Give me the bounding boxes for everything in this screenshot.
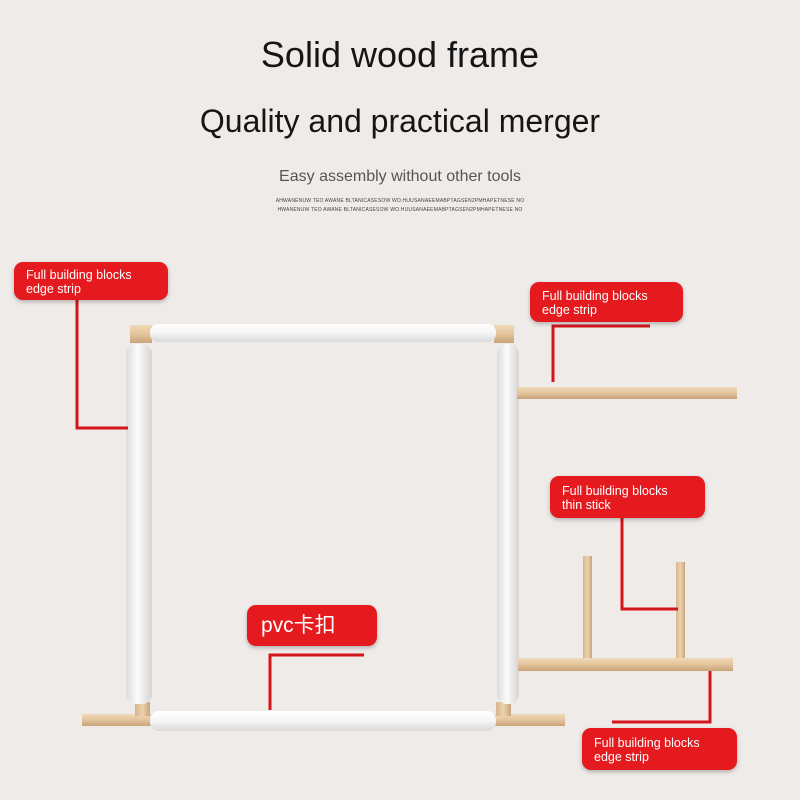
callout-thin-stick-line1: Full building blocks [562, 484, 668, 498]
fine-print-line-2: HWANENUW TEO AWANE BLTANICASESOW WO.HUUS… [277, 207, 523, 213]
callout-edge-strip-right-line2: edge strip [542, 303, 597, 317]
callout-edge-strip-bottom: Full building blocks edge strip [582, 728, 737, 770]
callout-edge-strip-left: Full building blocks edge strip [14, 262, 168, 300]
tagline: Easy assembly without other tools [279, 168, 521, 185]
frame-wood-base [82, 325, 565, 726]
callout-edge-strip-right-line1: Full building blocks [542, 289, 648, 303]
thin-stick-assembly [518, 556, 733, 671]
callout-edge-strip-left-line1: Full building blocks [26, 268, 132, 282]
callout-edge-strip-right: Full building blocks edge strip [530, 282, 683, 322]
page-subtitle: Quality and practical merger [199, 103, 601, 139]
callout-thin-stick-line2: thin stick [562, 498, 611, 512]
leader-lines [75, 300, 712, 724]
fine-print-line-1: AHWANENUW TEO AWANE BLTANICASESOW WO.HUU… [275, 198, 525, 204]
callout-thin-stick: Full building blocks thin stick [550, 476, 705, 518]
edge-strip-piece [517, 387, 737, 399]
callout-pvc-clip: pvc卡扣 [247, 605, 377, 646]
callout-edge-strip-left-line2: edge strip [26, 282, 81, 296]
callout-pvc-clip-label: pvc卡扣 [261, 614, 336, 637]
callout-edge-strip-bottom-line1: Full building blocks [594, 736, 700, 750]
fine-print: AHWANENUW TEO AWANE BLTANICASESOW WO.HUU… [0, 197, 800, 215]
page-title: Solid wood frame [260, 34, 540, 75]
frame-pvc-tubes [126, 324, 519, 731]
callout-edge-strip-bottom-line2: edge strip [594, 750, 649, 764]
